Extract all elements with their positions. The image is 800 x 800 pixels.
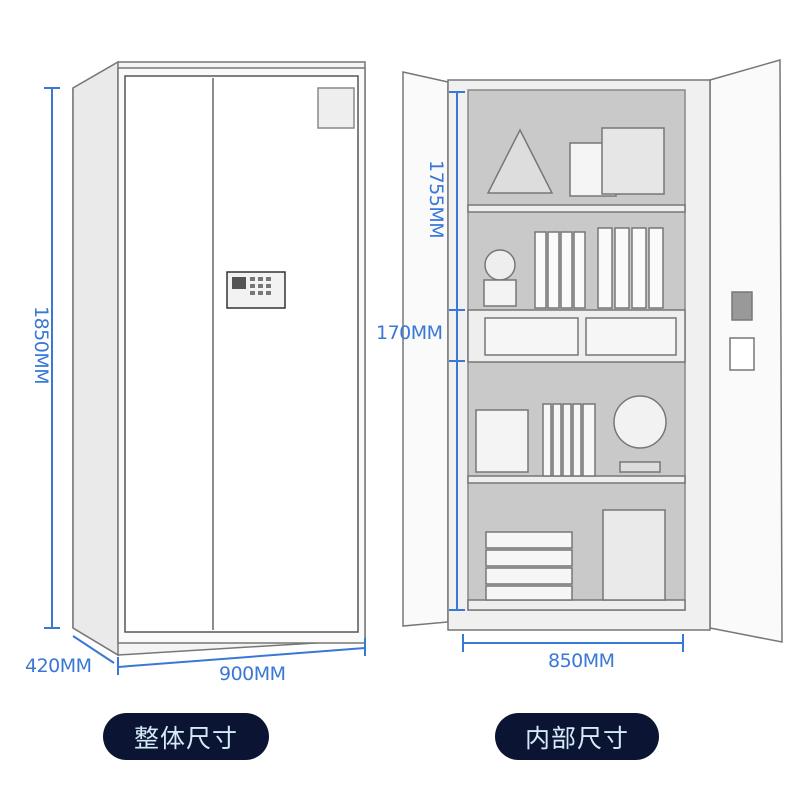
overall-width-label: 900MM [219, 663, 286, 685]
left-door [402, 71, 449, 627]
interior-size-badge: 内部尺寸 [495, 713, 659, 760]
closed-cabinet [72, 60, 366, 657]
interior-dimension-lines [449, 91, 684, 652]
overall-height-label: 1850MM [30, 306, 52, 385]
drawer-height-label: 170MM [376, 322, 443, 344]
keypad-lock [226, 271, 286, 309]
inner-width-label: 850MM [548, 650, 615, 672]
overall-size-badge: 整体尺寸 [103, 713, 269, 760]
open-cabinet [402, 59, 783, 643]
label-plate [317, 87, 355, 129]
inner-height-label: 1755MM [425, 160, 447, 239]
overall-depth-label: 420MM [25, 655, 92, 677]
overall-dimension-lines [44, 87, 366, 675]
